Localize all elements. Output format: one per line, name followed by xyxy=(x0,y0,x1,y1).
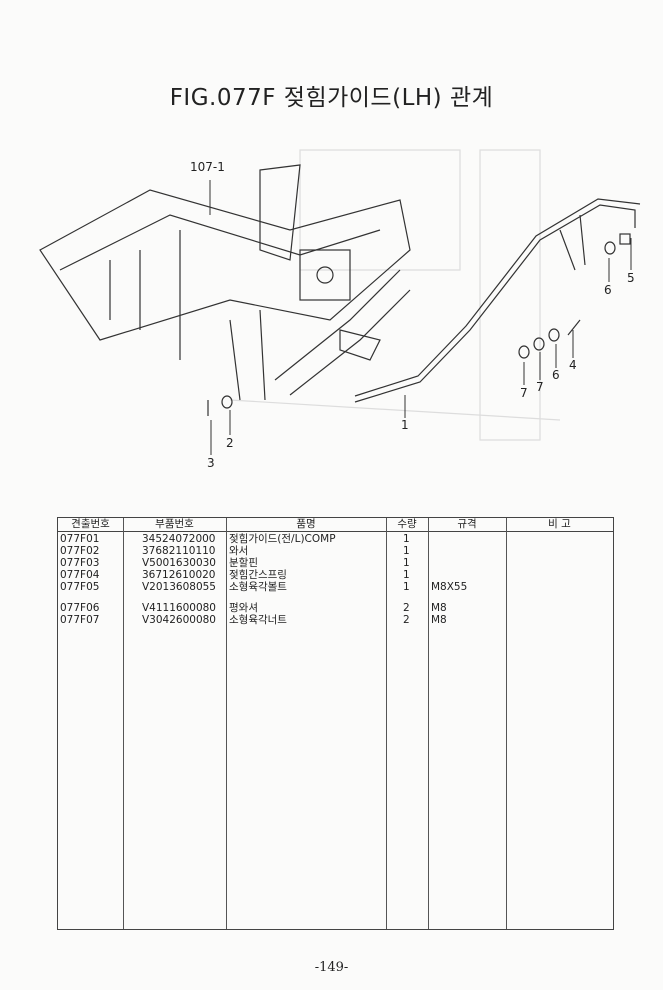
header-spec: 규격 xyxy=(457,518,477,530)
cell-part-no: V4111600080 xyxy=(142,602,216,614)
cell-ref: 077F06 xyxy=(60,602,100,614)
page-number: -149- xyxy=(314,960,349,975)
cell-part-no: 34524072000 xyxy=(142,533,216,545)
guide-rod-drawing xyxy=(354,198,641,403)
cell-name: 평와셔 xyxy=(229,602,258,614)
cell-part-no: V2013608055 xyxy=(142,581,216,593)
hardware-drawing xyxy=(207,233,631,416)
cell-ref: 077F01 xyxy=(60,533,100,545)
cell-spec: M8X55 xyxy=(431,581,468,593)
callout-5: 5 xyxy=(627,271,635,285)
cell-part-no: V3042600080 xyxy=(142,614,216,626)
cell-ref: 077F04 xyxy=(60,569,100,581)
header-name: 품명 xyxy=(296,518,316,530)
page-title: FIG.077F 젖힘가이드(LH) 관계 xyxy=(169,85,494,111)
callout-6a: 6 xyxy=(604,283,612,297)
header-qty: 수량 xyxy=(397,518,417,530)
cell-ref: 077F07 xyxy=(60,614,100,626)
callout-7b: 7 xyxy=(520,386,528,400)
header-remarks: 비 고 xyxy=(548,518,571,530)
cell-qty: 1 xyxy=(403,569,410,581)
cell-name: 소형육각너트 xyxy=(229,614,287,626)
cell-spec: M8 xyxy=(431,614,447,626)
cell-qty: 1 xyxy=(403,557,410,569)
parts-table: 견출번호 부품번호 품명 수량 규격 비 고 077F01 34524072000… xyxy=(57,517,614,930)
header-part-no: 부품번호 xyxy=(155,518,194,530)
cell-name: 와서 xyxy=(229,545,249,557)
cell-name: 소형육각볼트 xyxy=(229,581,287,593)
cell-qty: 1 xyxy=(403,533,410,545)
column-divider xyxy=(386,518,387,929)
cell-ref: 077F03 xyxy=(60,557,100,569)
callout-4: 4 xyxy=(569,358,577,372)
parts-diagram xyxy=(39,149,641,455)
column-divider xyxy=(226,518,227,929)
main-frame-drawing xyxy=(39,164,411,401)
column-divider xyxy=(123,518,124,929)
cell-part-no: V5001630030 xyxy=(142,557,216,569)
ghost-frame xyxy=(229,149,561,441)
leader-lines xyxy=(209,180,632,455)
callout-107-1: 107-1 xyxy=(190,160,225,174)
cell-qty: 1 xyxy=(403,545,410,557)
column-divider xyxy=(428,518,429,929)
cell-qty: 1 xyxy=(403,581,410,593)
cell-name: 분할핀 xyxy=(229,557,258,569)
cell-spec: M8 xyxy=(431,602,447,614)
table-header: 견출번호 부품번호 품명 수량 규격 비 고 xyxy=(58,518,613,532)
cell-ref: 077F02 xyxy=(60,545,100,557)
callout-3: 3 xyxy=(207,456,215,470)
callout-1: 1 xyxy=(401,418,409,432)
callout-7a: 7 xyxy=(536,380,544,394)
cell-ref: 077F05 xyxy=(60,581,100,593)
cell-qty: 2 xyxy=(403,614,410,626)
cell-part-no: 36712610020 xyxy=(142,569,216,581)
cell-part-no: 37682110110 xyxy=(142,545,216,557)
callout-6b: 6 xyxy=(552,368,560,382)
cell-qty: 2 xyxy=(403,602,410,614)
column-divider xyxy=(506,518,507,929)
cell-name: 젖힘가이드(전/L)COMP xyxy=(229,533,336,545)
header-ref: 견출번호 xyxy=(71,518,110,530)
cell-name: 젖힘간스프링 xyxy=(229,569,287,581)
callout-2: 2 xyxy=(226,436,234,450)
